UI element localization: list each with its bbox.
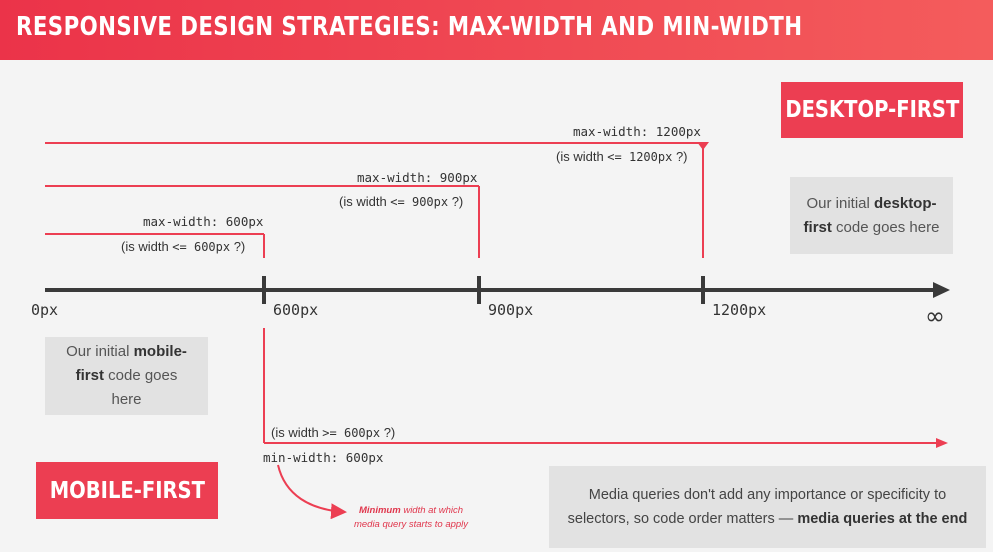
- axis-label-0px: 0px: [31, 301, 59, 319]
- header-bar: RESPONSIVE DESIGN STRATEGIES: MAX-WIDTH …: [0, 0, 993, 60]
- annotation-emphasis: Minimum: [358, 505, 401, 516]
- min-width-600-condition: (is width >= 600px ?): [271, 425, 395, 440]
- axis-infinity-label: ∞: [925, 302, 945, 330]
- desktop-first-note: Our initial desktop-first code goes here: [790, 177, 953, 254]
- minimum-annotation-arrow: [277, 464, 347, 520]
- note-line2-emphasis: media queries at the end: [797, 511, 968, 527]
- max-width-600-label: max-width: 600px: [143, 214, 264, 229]
- condition-prefix: (is width: [556, 149, 608, 164]
- condition-prefix: (is width: [339, 194, 391, 209]
- note-emphasis: mobile-first: [75, 343, 187, 384]
- note-emphasis: desktop-first: [803, 194, 937, 236]
- note-line2-prefix: selectors, so code order matters —: [567, 511, 798, 527]
- condition-expression: <= 900px: [390, 195, 449, 209]
- max-width-600-condition: (is width <= 600px ?): [121, 239, 245, 254]
- condition-suffix: ?): [448, 194, 464, 209]
- axis-label-600px: 600px: [273, 301, 319, 319]
- condition-expression: <= 600px: [172, 240, 231, 254]
- max-width-1200-condition: (is width <= 1200px ?): [556, 149, 688, 164]
- width-axis-arrowhead: [933, 282, 950, 298]
- condition-suffix: ?): [672, 149, 688, 164]
- condition-prefix: (is width: [121, 239, 173, 254]
- page-title: RESPONSIVE DESIGN STRATEGIES: MAX-WIDTH …: [16, 12, 803, 42]
- mobile-first-badge: MOBILE-FIRST: [36, 462, 218, 519]
- desktop-first-label: DESKTOP-FIRST: [785, 97, 959, 123]
- mobile-first-note: Our initial mobile-first code goes here: [45, 337, 208, 415]
- min-width-600-label: min-width: 600px: [263, 450, 384, 465]
- note-suffix: code goes here: [831, 218, 940, 236]
- max-width-1200-arrowhead: [697, 142, 709, 150]
- condition-suffix: ?): [230, 239, 246, 254]
- note-line1: Media queries don't add any importance o…: [588, 487, 947, 503]
- axis-label-1200px: 1200px: [712, 301, 767, 319]
- condition-suffix: ?): [380, 425, 396, 440]
- note-prefix: Our initial: [806, 194, 874, 212]
- desktop-first-badge: DESKTOP-FIRST: [781, 82, 963, 138]
- min-width-600-arrowhead: [936, 438, 948, 448]
- condition-expression: >= 600px: [322, 426, 381, 440]
- note-suffix: code goes here: [103, 367, 178, 408]
- annotation-line2: media query starts to apply: [353, 519, 469, 530]
- condition-expression: <= 1200px: [607, 150, 673, 164]
- max-width-900-condition: (is width <= 900px ?): [339, 194, 463, 209]
- note-prefix: Our initial: [66, 343, 134, 360]
- max-width-1200-label: max-width: 1200px: [573, 124, 701, 139]
- media-queries-order-note: Media queries don't add any importance o…: [549, 466, 986, 548]
- minimum-width-annotation: Minimum width at which media query start…: [351, 504, 471, 532]
- mobile-first-label: MOBILE-FIRST: [49, 477, 205, 504]
- condition-prefix: (is width: [271, 425, 323, 440]
- max-width-900-label: max-width: 900px: [357, 170, 478, 185]
- annotation-line1: width at which: [400, 505, 463, 516]
- axis-label-900px: 900px: [488, 301, 534, 319]
